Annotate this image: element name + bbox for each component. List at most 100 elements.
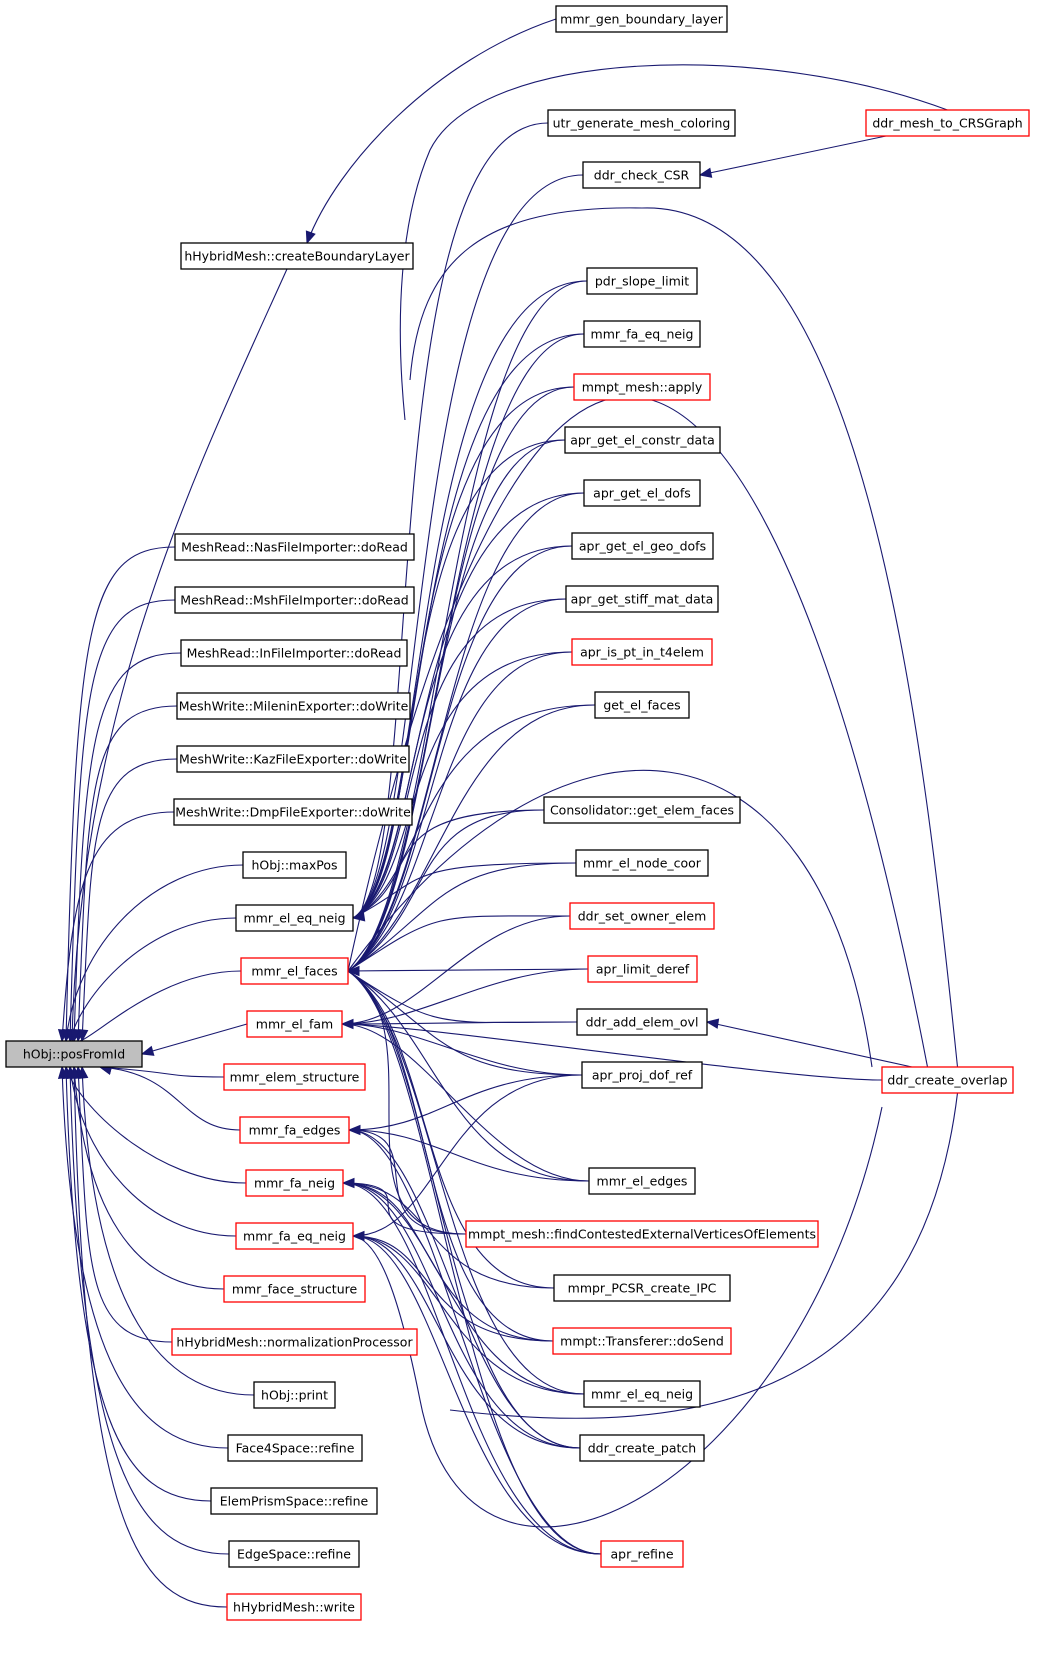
edge-faeqneig-to-posFromId	[69, 1066, 237, 1237]
node-contested[interactable]: mmpt_mesh::findContestedExternalVertices…	[465, 1220, 819, 1248]
node-checkcsr[interactable]: ddr_check_CSR	[582, 161, 701, 189]
node-eledges[interactable]: mmr_el_edges	[588, 1167, 696, 1195]
node-box	[865, 109, 1030, 137]
edge-elfam-in-arrowhead	[340, 1018, 354, 1030]
node-label: MeshRead::NasFileImporter::doRead	[181, 540, 408, 555]
edge-consol-to-eleqneig	[352, 809, 545, 919]
edge-dmp-to-posFromId	[61, 811, 175, 1042]
node-label: apr_refine	[610, 1547, 673, 1562]
node-faneig[interactable]: mmr_fa_neig	[245, 1169, 344, 1197]
node-setowner[interactable]: ddr_set_owner_elem	[569, 902, 715, 930]
edge-getelfaces-to-elfaces	[347, 704, 596, 972]
node-posFromId[interactable]: hObj::posFromId	[5, 1040, 143, 1068]
edge-elfaces-to-posFromId-arrowhead	[69, 1029, 81, 1043]
node-label: MeshRead::MshFileImporter::doRead	[180, 593, 408, 608]
node-box	[223, 1275, 366, 1303]
node-label: mmr_fa_edges	[249, 1123, 341, 1138]
node-normproc[interactable]: hHybridMesh::normalizationProcessor	[171, 1328, 418, 1356]
node-isptin[interactable]: apr_is_pt_in_t4elem	[571, 638, 713, 666]
node-label: hHybridMesh::createBoundaryLayer	[184, 249, 410, 264]
node-getelfaces[interactable]: get_el_faces	[594, 691, 690, 719]
node-box	[227, 1434, 363, 1462]
edge-addelem-to-elfam	[341, 1021, 578, 1025]
node-pdrslope[interactable]: pdr_slope_limit	[586, 267, 698, 295]
node-stiff[interactable]: apr_get_stiff_mat_data	[565, 585, 719, 613]
node-box	[176, 745, 410, 773]
edge-face4-to-posFromId	[61, 1066, 229, 1449]
edge-edgesp-to-posFromId	[69, 1066, 230, 1555]
node-utrgen[interactable]: utr_generate_mesh_coloring	[547, 109, 736, 137]
node-milenin[interactable]: MeshWrite::MileninExporter::doWrite	[176, 692, 411, 720]
node-label: mmr_el_faces	[251, 964, 337, 979]
edge-faneig-in-arrowhead	[341, 1177, 355, 1189]
node-nodecoor[interactable]: mmr_el_node_coor	[575, 849, 709, 877]
node-label: MeshWrite::KazFileExporter::doWrite	[179, 752, 407, 767]
node-limitderef[interactable]: apr_limit_deref	[587, 955, 698, 983]
node-eleqneig2[interactable]: mmr_el_eq_neig	[583, 1380, 701, 1408]
node-prism[interactable]: ElemPrismSpace::refine	[210, 1487, 378, 1515]
node-elemstruct[interactable]: mmr_elem_structure	[223, 1063, 366, 1091]
node-print[interactable]: hObj::print	[253, 1381, 336, 1409]
edge-overlap-loop-bottom	[449, 1092, 959, 1419]
node-elfam[interactable]: mmr_el_fam	[246, 1010, 343, 1038]
edge-cpatch-to-elfaces	[347, 970, 581, 1449]
edge-elfam-to-posFromId	[141, 1023, 248, 1055]
node-box	[176, 692, 411, 720]
edge-pcsr-to-elfaces	[347, 970, 555, 1289]
node-label: ddr_create_overlap	[887, 1073, 1007, 1088]
node-faeqneig2[interactable]: mmr_fa_eq_neig	[583, 320, 701, 348]
edge-facestruct-to-posFromId	[73, 1066, 225, 1290]
edge-projdof-to-elfam	[341, 1023, 583, 1076]
node-cpatch[interactable]: ddr_create_patch	[579, 1434, 705, 1462]
node-dmp[interactable]: MeshWrite::DmpFileExporter::doWrite	[173, 798, 413, 826]
node-pcsr[interactable]: mmpr_PCSR_create_IPC	[553, 1274, 731, 1302]
node-inimp[interactable]: MeshRead::InFileImporter::doRead	[180, 639, 408, 667]
node-faedges[interactable]: mmr_fa_edges	[239, 1116, 350, 1144]
node-box	[555, 5, 728, 33]
edge-elemstruct-to-posFromId	[99, 1066, 225, 1078]
edge-eledges-to-faedges	[348, 1129, 590, 1182]
node-createBL[interactable]: hHybridMesh::createBoundaryLayer	[180, 242, 414, 270]
node-dosend[interactable]: mmpt::Transferer::doSend	[552, 1327, 732, 1355]
node-crsgraph[interactable]: ddr_mesh_to_CRSGraph	[865, 109, 1030, 137]
node-overlap[interactable]: ddr_create_overlap	[881, 1066, 1014, 1094]
node-kaz[interactable]: MeshWrite::KazFileExporter::doWrite	[176, 745, 410, 773]
node-label: mmpr_PCSR_create_IPC	[568, 1281, 717, 1296]
node-msh[interactable]: MeshRead::MshFileImporter::doRead	[174, 586, 415, 614]
edge-faneig-to-posFromId	[65, 1066, 247, 1184]
node-facestruct[interactable]: mmr_face_structure	[223, 1275, 366, 1303]
node-hwrite[interactable]: hHybridMesh::write	[226, 1593, 362, 1621]
node-geodofs[interactable]: apr_get_el_geo_dofs	[571, 532, 714, 560]
node-mmptapply[interactable]: mmpt_mesh::apply	[573, 373, 711, 401]
node-box	[586, 267, 698, 295]
node-box	[547, 109, 736, 137]
node-nas[interactable]: MeshRead::NasFileImporter::doRead	[174, 533, 415, 561]
node-edgesp[interactable]: EdgeSpace::refine	[228, 1540, 360, 1568]
edge-kaz-to-posFromId-arrowhead	[77, 1029, 89, 1043]
node-maxPos[interactable]: hObj::maxPos	[242, 851, 347, 879]
node-consol[interactable]: Consolidator::get_elem_faces	[543, 796, 741, 824]
node-aprref[interactable]: apr_refine	[600, 1540, 684, 1568]
node-label: apr_get_el_dofs	[593, 486, 691, 501]
edge-cpatch-to-faeqneig	[352, 1235, 581, 1449]
node-face4[interactable]: Face4Space::refine	[227, 1434, 363, 1462]
edge-aprref-to-faedges	[348, 1129, 602, 1555]
node-label: ddr_mesh_to_CRSGraph	[872, 116, 1022, 131]
node-faeqneig[interactable]: mmr_fa_eq_neig	[235, 1222, 354, 1250]
node-addelem[interactable]: ddr_add_elem_ovl	[576, 1008, 708, 1036]
node-elfaces[interactable]: mmr_el_faces	[240, 957, 349, 985]
edge-setowner-to-elfaces	[347, 915, 571, 972]
edge-elfaces-in-arrowhead	[346, 965, 360, 977]
edge-cpatch-to-faedges	[348, 1129, 581, 1449]
node-genbl[interactable]: mmr_gen_boundary_layer	[555, 5, 728, 33]
node-label: ddr_check_CSR	[594, 168, 690, 183]
edge-eledges-to-elfam	[341, 1023, 590, 1182]
node-eleqneig[interactable]: mmr_el_eq_neig	[235, 904, 354, 932]
node-eldofs[interactable]: apr_get_el_dofs	[583, 479, 701, 507]
edge-cpatch-to-faneig	[342, 1182, 581, 1449]
edge-prism-to-posFromId	[65, 1066, 212, 1502]
edge-faedges-in-arrowhead	[347, 1124, 361, 1136]
node-projdof[interactable]: apr_proj_dof_ref	[581, 1061, 703, 1089]
node-constr[interactable]: apr_get_el_constr_data	[564, 426, 721, 454]
node-box	[174, 586, 415, 614]
